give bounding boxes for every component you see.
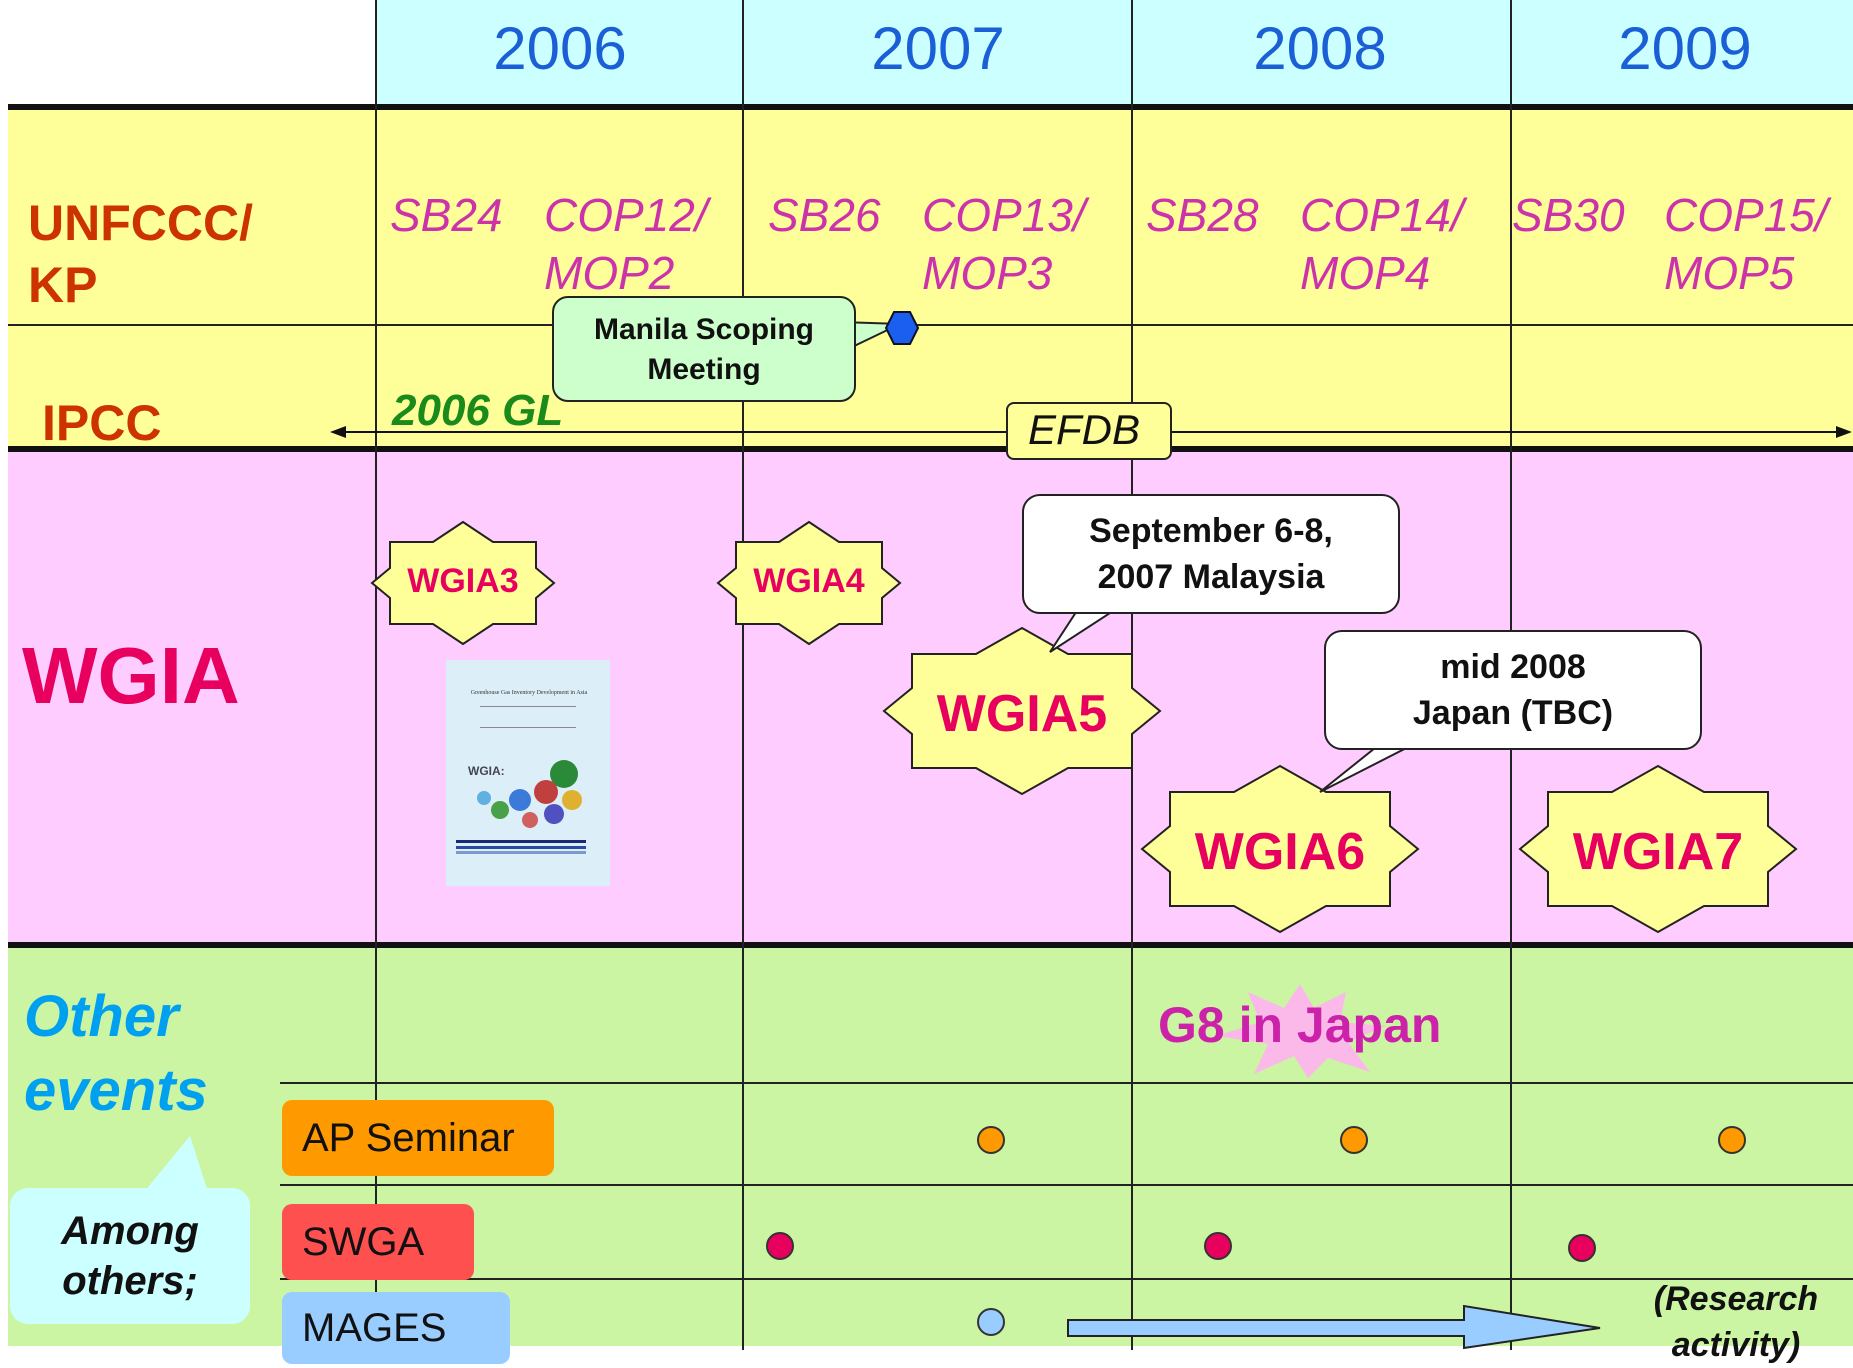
among-others-box: Among others;	[10, 1188, 250, 1324]
meeting-cop15: COP15/ MOP5	[1664, 189, 1828, 299]
rule-other-1	[280, 1082, 1853, 1084]
wgia5-callout: September 6-8, 2007 Malaysia	[1022, 494, 1400, 614]
year-2009: 2009	[1618, 15, 1752, 82]
swga-dot-2008	[1204, 1232, 1232, 1260]
meeting-sb24: SB24	[390, 189, 503, 241]
ipcc-2006-gl: 2006 GL	[392, 386, 564, 435]
wgia5-callout-text: September 6-8, 2007 Malaysia	[1089, 512, 1333, 596]
report-cover-wgia: WGIA:	[468, 764, 505, 778]
wgia4-star-icon	[716, 520, 902, 646]
wgia5-star-icon	[882, 626, 1162, 796]
wgia6-callout: mid 2008 Japan (TBC)	[1324, 630, 1702, 750]
mages-dot-2007	[977, 1308, 1005, 1336]
wgia7-star-icon	[1518, 764, 1798, 934]
manila-callout: Manila Scoping Meeting	[552, 296, 856, 402]
mages-chip: MAGES	[282, 1292, 510, 1364]
row-label-unfccc: UNFCCC/ KP	[28, 195, 253, 313]
g8-burst-icon	[1216, 984, 1386, 1078]
manila-hexagon-icon	[884, 311, 920, 345]
swga-dot-2009	[1568, 1234, 1596, 1262]
wgia6-label: WGIA6	[1194, 823, 1366, 881]
wgia3-star-icon	[370, 520, 556, 646]
meeting-cop13: COP13/ MOP3	[922, 189, 1086, 299]
meeting-cop12: COP12/ MOP2	[544, 189, 708, 299]
swga-chip: SWGA	[282, 1204, 474, 1280]
rule-other-2	[280, 1184, 1853, 1186]
research-arrow	[1067, 1304, 1601, 1350]
efdb-box: EFDB	[1006, 402, 1172, 460]
wgia6-callout-text: mid 2008 Japan (TBC)	[1412, 648, 1614, 732]
ap-seminar-dot-2009	[1718, 1126, 1746, 1154]
efdb-label: EFDB	[1028, 406, 1141, 453]
meeting-sb26: SB26	[768, 189, 881, 241]
ap-seminar-dot-2007	[977, 1126, 1005, 1154]
row-label-other-events: Other events	[24, 984, 208, 1123]
wgia3-label: WGIA3	[407, 562, 519, 600]
report-cover-title: Greenhouse Gas Inventory Development in …	[470, 690, 588, 696]
report-cover-illustration-icon	[477, 760, 582, 828]
report-cover-stripes	[456, 840, 586, 854]
wgia4-label: WGIA4	[753, 562, 865, 600]
manila-callout-text: Manila Scoping Meeting	[593, 313, 815, 386]
row-label-ipcc: IPCC	[42, 395, 162, 451]
year-2006: 2006	[493, 15, 627, 82]
g8-in-japan: G8 in Japan	[1158, 997, 1442, 1053]
research-activity-label: (Research activity)	[1653, 1280, 1819, 1364]
wgia-report-cover: Greenhouse Gas Inventory Development in …	[446, 660, 610, 886]
year-header-band	[376, 0, 1853, 106]
meeting-sb30: SB30	[1512, 189, 1625, 241]
rule-other-3	[280, 1278, 1853, 1280]
among-others-text: Among others;	[61, 1209, 199, 1303]
year-line-2007	[742, 0, 744, 1350]
row-label-wgia: WGIA	[22, 631, 240, 720]
swga-dot-2007	[766, 1232, 794, 1260]
rule-ipcc-wgia	[8, 446, 1853, 452]
year-line-2006	[375, 0, 377, 1350]
ap-seminar-chip: AP Seminar	[282, 1100, 554, 1176]
unfccc-ipcc-band	[8, 108, 1853, 450]
year-2008: 2008	[1253, 15, 1387, 82]
report-cover-lines	[480, 706, 576, 728]
wgia7-label: WGIA7	[1572, 823, 1744, 881]
year-2007: 2007	[871, 15, 1005, 82]
rule-top	[8, 104, 1853, 110]
rule-wgia-other	[8, 942, 1853, 948]
rule-unfccc-ipcc	[8, 324, 1853, 326]
among-others-pointer	[144, 1136, 208, 1192]
meeting-cop14: COP14/ MOP4	[1300, 189, 1464, 299]
wgia5-label: WGIA5	[936, 685, 1108, 743]
ap-seminar-dot-2008	[1340, 1126, 1368, 1154]
meeting-sb28: SB28	[1146, 189, 1259, 241]
wgia6-star-icon	[1140, 764, 1420, 934]
